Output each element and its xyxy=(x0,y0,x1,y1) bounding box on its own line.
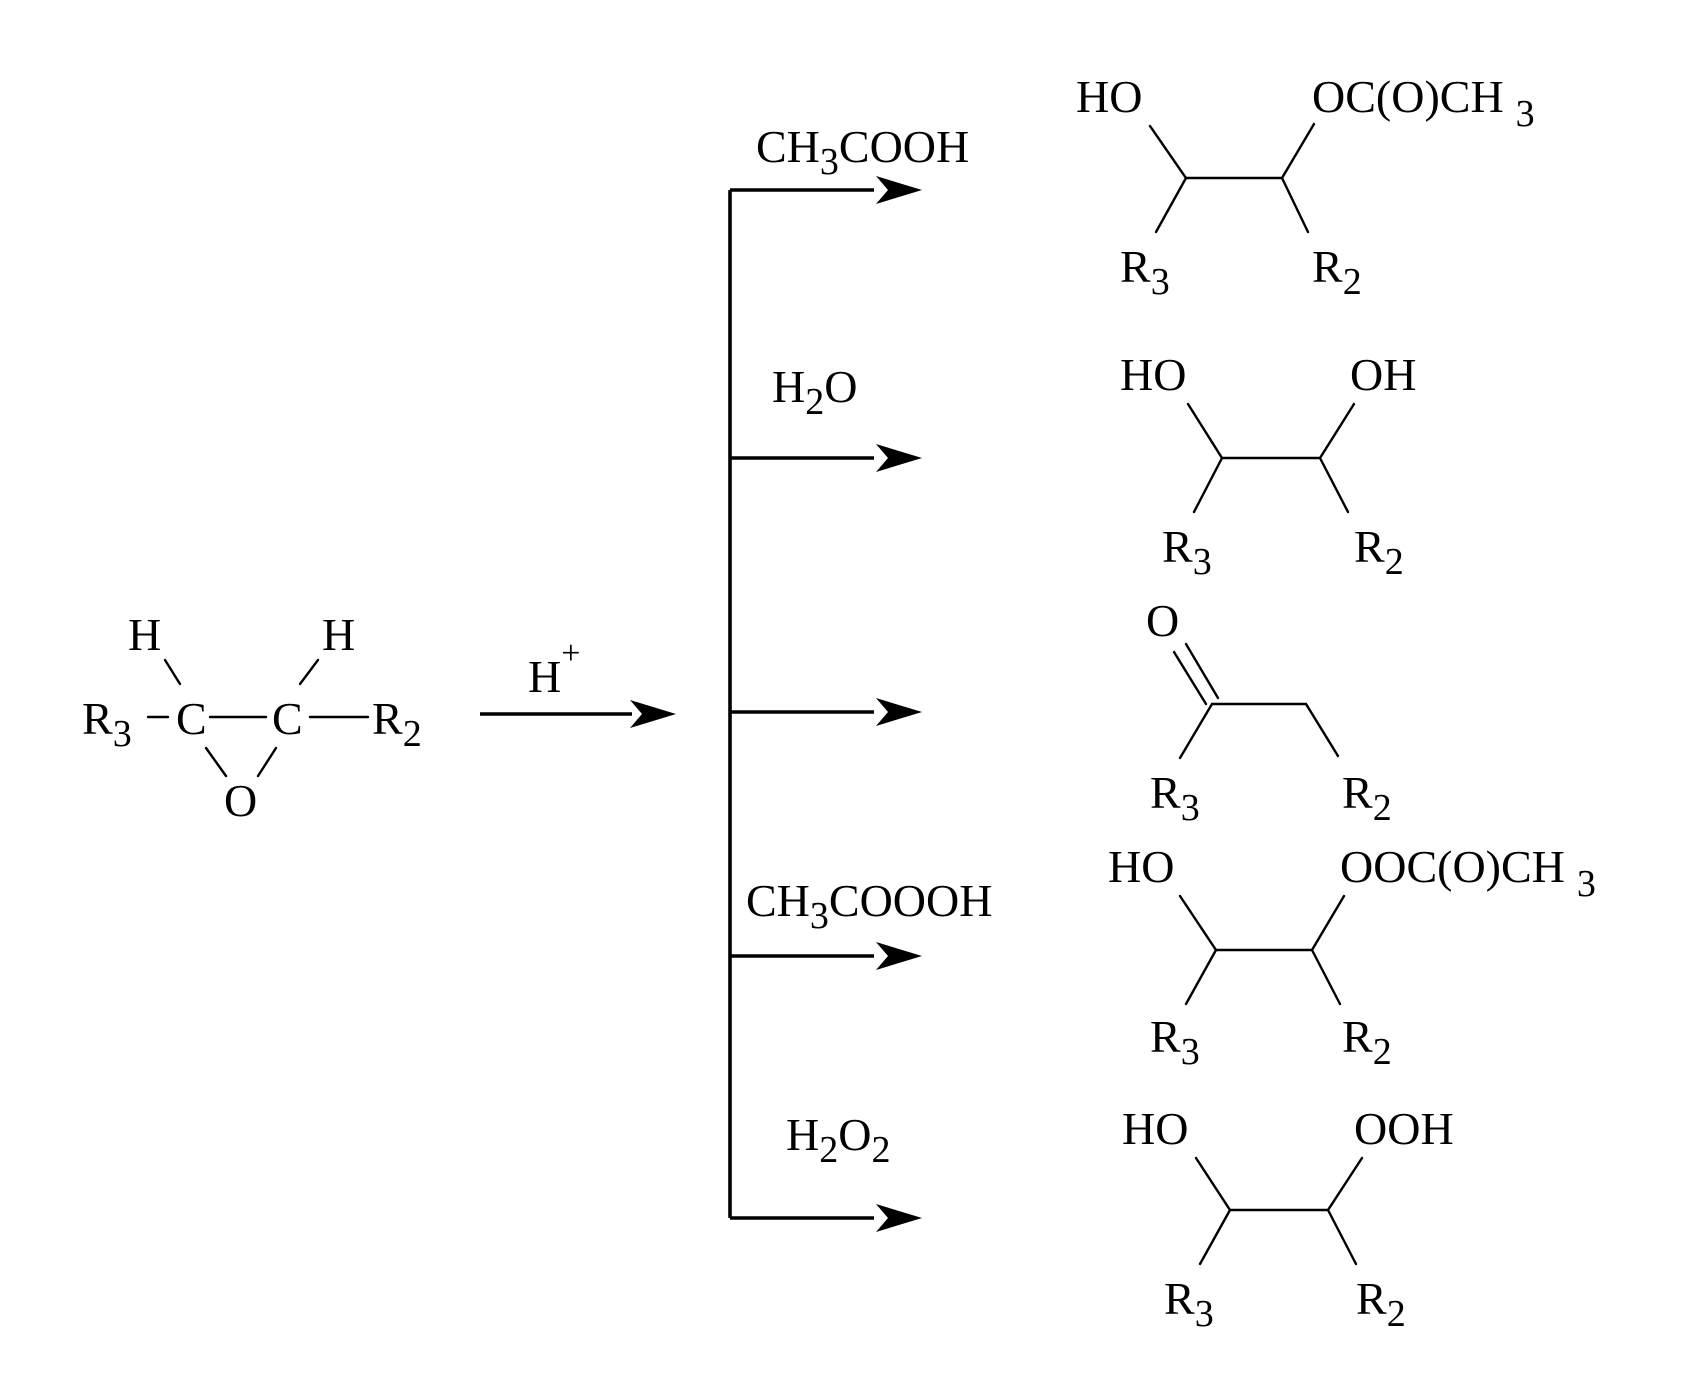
product-1-r2: R2 xyxy=(1312,241,1362,303)
product-3-r2: R2 xyxy=(1342,767,1392,829)
product-1-r3: R3 xyxy=(1120,241,1170,303)
product-5-hydroxy-hydroperoxide: HO OOH R3 R2 xyxy=(1122,1103,1454,1335)
branch-2: H2O xyxy=(730,361,922,472)
product-5-r3: R3 xyxy=(1164,1273,1214,1335)
product-3-o: O xyxy=(1146,595,1179,646)
reactant-c-left: C xyxy=(176,693,207,744)
bond-c-o-left xyxy=(204,746,228,778)
product-5-ho: HO xyxy=(1122,1103,1188,1154)
bond-h-c-right xyxy=(298,658,320,686)
reagent-hydrogen-peroxide: H2O2 xyxy=(786,1109,890,1171)
branch-1: CH3COOH xyxy=(730,121,969,204)
branch-4: CH3COOOH xyxy=(730,875,992,970)
product-5-r2: R2 xyxy=(1356,1273,1406,1335)
reagent-water: H2O xyxy=(772,361,857,423)
product-1-ho: HO xyxy=(1076,71,1142,122)
bond-h-c-left xyxy=(163,658,182,686)
product-4-r2: R2 xyxy=(1342,1011,1392,1073)
product-3-ketone: O R3 R2 xyxy=(1146,595,1392,829)
product-2-r3: R3 xyxy=(1162,521,1212,583)
reactant-h-left: H xyxy=(128,609,161,660)
product-3-r3: R3 xyxy=(1150,767,1200,829)
product-2-oh: OH xyxy=(1350,349,1416,400)
reactant-c-right: C xyxy=(272,693,303,744)
reactant-r3: R3 xyxy=(82,693,132,755)
product-2-diol: HO OH R3 R2 xyxy=(1120,349,1416,583)
reagent-peracetic-acid: CH3COOOH xyxy=(746,875,992,937)
reactant-r2: R2 xyxy=(372,693,422,755)
branch-3 xyxy=(730,698,922,726)
branch-5: H2O2 xyxy=(730,1109,922,1232)
product-4-ho: HO xyxy=(1108,841,1174,892)
reactant-oxygen: O xyxy=(224,775,257,826)
reactant-epoxide: H H R3 C C R2 O xyxy=(82,609,422,826)
product-5-ooh: OOH xyxy=(1354,1103,1454,1154)
reagent-acetic-acid: CH3COOH xyxy=(756,121,969,183)
catalyst-label: H+ xyxy=(528,635,580,702)
reactant-h-right: H xyxy=(322,609,355,660)
product-2-ho: HO xyxy=(1120,349,1186,400)
product-4-r3: R3 xyxy=(1150,1011,1200,1073)
bond-c-o-right xyxy=(256,746,278,778)
product-2-r2: R2 xyxy=(1354,521,1404,583)
acid-catalysis-arrow: H+ xyxy=(480,635,676,728)
